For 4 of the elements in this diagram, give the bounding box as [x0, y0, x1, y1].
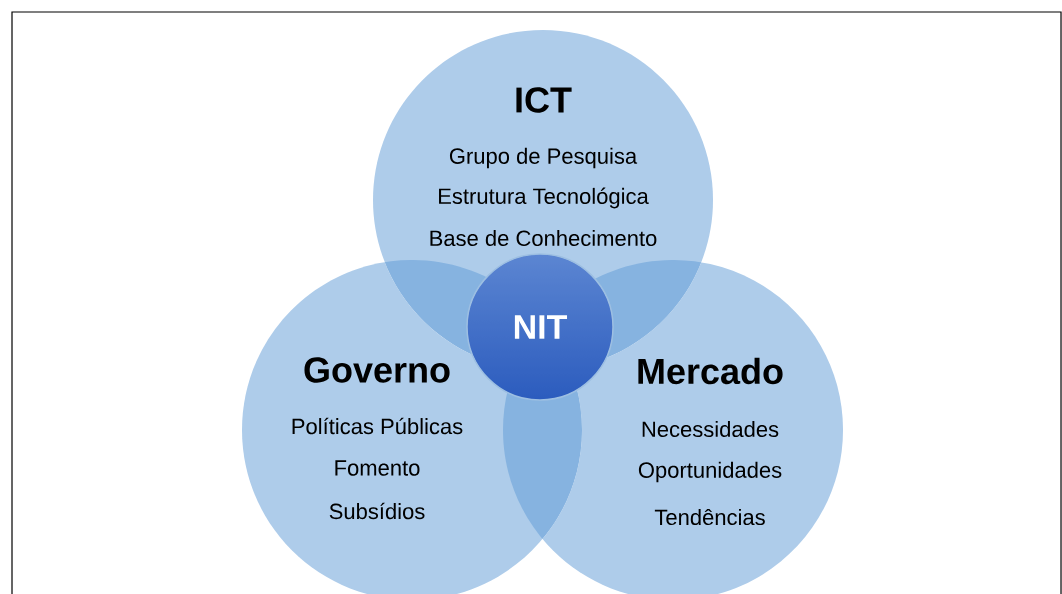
node-label: Estrutura Tecnológica: [439, 187, 649, 209]
node-label: Base de Conhecimento: [430, 229, 657, 247]
node-label: Grupo de Pesquisa: [449, 147, 638, 169]
node-label: ICT: [516, 87, 572, 113]
